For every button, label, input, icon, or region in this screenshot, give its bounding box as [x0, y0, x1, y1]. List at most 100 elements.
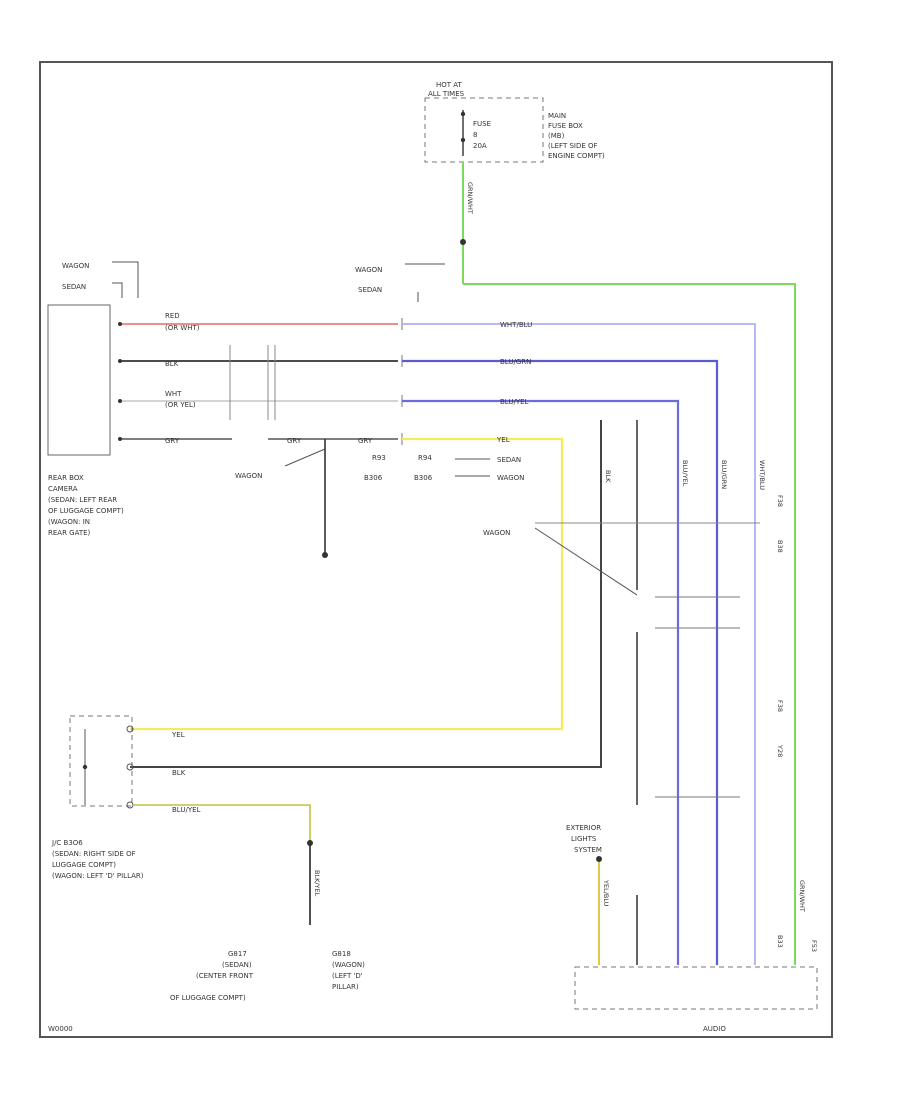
ground-drop-terminal [322, 552, 328, 558]
connector-r93: R93 [372, 454, 386, 462]
vlabel-blu-yel: BLU/YEL [681, 460, 689, 487]
wire-wht-label-bottom: (OR YEL) [165, 401, 196, 409]
connector-sedan-label: SEDAN [358, 286, 382, 294]
jc-terminal-3 [126, 801, 134, 809]
wire-blk-label: BLK [165, 360, 179, 368]
ext-line-2: LIGHTS [571, 835, 597, 843]
camera-terminal-3 [118, 399, 122, 403]
wire-red-label-bottom: (OR WHT) [165, 324, 200, 332]
fuse-terminal-bottom [460, 137, 466, 143]
connector-b306-1: B306 [364, 474, 383, 482]
wire-yel [130, 437, 564, 731]
ext-terminal [596, 856, 602, 862]
jc-outline [69, 715, 133, 807]
fuse-box-line-4: (LEFT SIDE OF [548, 142, 598, 150]
camera-line-2: CAMERA [48, 485, 78, 493]
fuse-box-line-3: (MB) [548, 132, 565, 140]
vlabel-tag-b: B38 [776, 540, 784, 553]
audio-unit-label: AUDIO [703, 1025, 726, 1033]
camera-terminal-4 [118, 437, 122, 441]
ground-1-line-1: (SEDAN) [222, 961, 252, 969]
ext-line-1: EXTERIOR [566, 824, 601, 832]
jc-bus-dot [82, 764, 88, 770]
jc-line-2: (SEDAN: RIGHT SIDE OF [52, 850, 136, 858]
wire-gry-left-label: GRY [165, 437, 180, 445]
wire-red-label-top: RED [165, 312, 180, 320]
wire-grn-route [463, 283, 796, 965]
wire-wht-blu-label: WHT/BLU [500, 321, 532, 329]
camera-sedan-leader [112, 282, 123, 298]
wire-gry-mid-label: GRY [287, 437, 302, 445]
diagram-frame [39, 61, 833, 1038]
wagon-mid-leader [534, 527, 638, 596]
wire-blu-yel-label: BLU/YEL [500, 398, 529, 406]
ground-1-line-3: OF LUGGAGE COMPT) [170, 994, 246, 1002]
wire-blu-grn-label: BLU/GRN [500, 358, 531, 366]
ground-2-line-1: (WAGON) [332, 961, 365, 969]
connector-b306-2: B306 [414, 474, 433, 482]
jc-blu-yel-label: BLU/YEL [172, 806, 201, 814]
fuse-label-2: 8 [473, 131, 477, 139]
camera-box [47, 304, 111, 456]
camera-wagon-leader [112, 261, 139, 298]
jc-line-4: (WAGON: LEFT 'D' PILLAR) [52, 872, 144, 880]
jc-line-3: LUGGAGE COMPT) [52, 861, 116, 869]
wire-blk-right [130, 420, 602, 768]
fuse-terminal-top [460, 111, 466, 117]
fuse-box-outline [424, 97, 544, 163]
connector-wagon-label: WAGON [355, 266, 382, 274]
camera-wagon-tag: WAGON [62, 262, 89, 270]
wire-yel-blu-label: YEL/BLU [602, 879, 610, 907]
ground-1-line-2: (CENTER FRONT [196, 972, 254, 980]
fuse-label-1: FUSE [473, 120, 491, 128]
wire-grn-splice [460, 239, 466, 245]
wagon-splice-label: WAGON [235, 472, 262, 480]
ground-2-line-2: (LEFT 'D' [332, 972, 363, 980]
jc-blk-label: BLK [172, 769, 186, 777]
wire-blu-grn [402, 359, 719, 965]
fuse-box-line-5: ENGINE COMPT) [548, 152, 605, 160]
footnote: W0000 [48, 1025, 73, 1033]
camera-line-6: REAR GATE) [48, 529, 91, 537]
camera-terminal-2 [118, 359, 122, 363]
wire-blu-yel [402, 399, 680, 965]
vlabel-grn-wht: GRN/WHT [798, 880, 806, 912]
wire-gry-right-label: GRY [358, 437, 373, 445]
jc-terminal-2 [126, 763, 134, 771]
ground-2-line-3: PILLAR) [332, 983, 359, 991]
vlabel-blu-grn: BLU/GRN [720, 460, 728, 489]
wire-wht-blu [402, 323, 756, 965]
wire-blk-right-label: BLK [604, 470, 612, 483]
camera-line-3: (SEDAN: LEFT REAR [48, 496, 117, 504]
connector-wagon-right: WAGON [497, 474, 524, 482]
fuse-box-line-1: MAIN [548, 112, 566, 120]
vlabel-tag-e: B33 [776, 935, 784, 948]
wire-blk-yel [133, 804, 311, 925]
ground-1-id: G817 [228, 950, 247, 958]
ground-wire-label: BLK/YEL [313, 870, 321, 897]
wagon-splice-leader [284, 448, 326, 467]
vlabel-tag-d: Y28 [776, 744, 784, 757]
ground-2-id: G818 [332, 950, 351, 958]
jc-terminal-1 [126, 725, 134, 733]
connector-sedan-right: SEDAN [497, 456, 521, 464]
wire-wht-label-top: WHT [165, 390, 182, 398]
audio-unit-outline [574, 966, 818, 1010]
camera-line-1: REAR BOX [48, 474, 84, 482]
jc-line-1: J/C B3O6 [51, 839, 83, 847]
connector-r94: R94 [418, 454, 432, 462]
camera-line-5: (WAGON: IN [48, 518, 90, 526]
fuse-header-2: ALL TIMES [428, 90, 465, 98]
fuse-label-3: 20A [473, 142, 487, 150]
vlabel-tag-f: F53 [810, 940, 818, 952]
ext-line-3: SYSTEM [574, 846, 602, 854]
vlabel-tag-c: F38 [776, 700, 784, 712]
camera-sedan-tag: SEDAN [62, 283, 86, 291]
wire-yel-label: YEL [496, 436, 510, 444]
fuse-box-line-2: FUSE BOX [548, 122, 583, 130]
ground-wire-dot [307, 840, 313, 846]
jc-yel-label: YEL [171, 731, 185, 739]
vlabel-wht-blu: WHT/BLU [758, 460, 766, 490]
camera-line-4: OF LUGGAGE COMPT) [48, 507, 124, 515]
